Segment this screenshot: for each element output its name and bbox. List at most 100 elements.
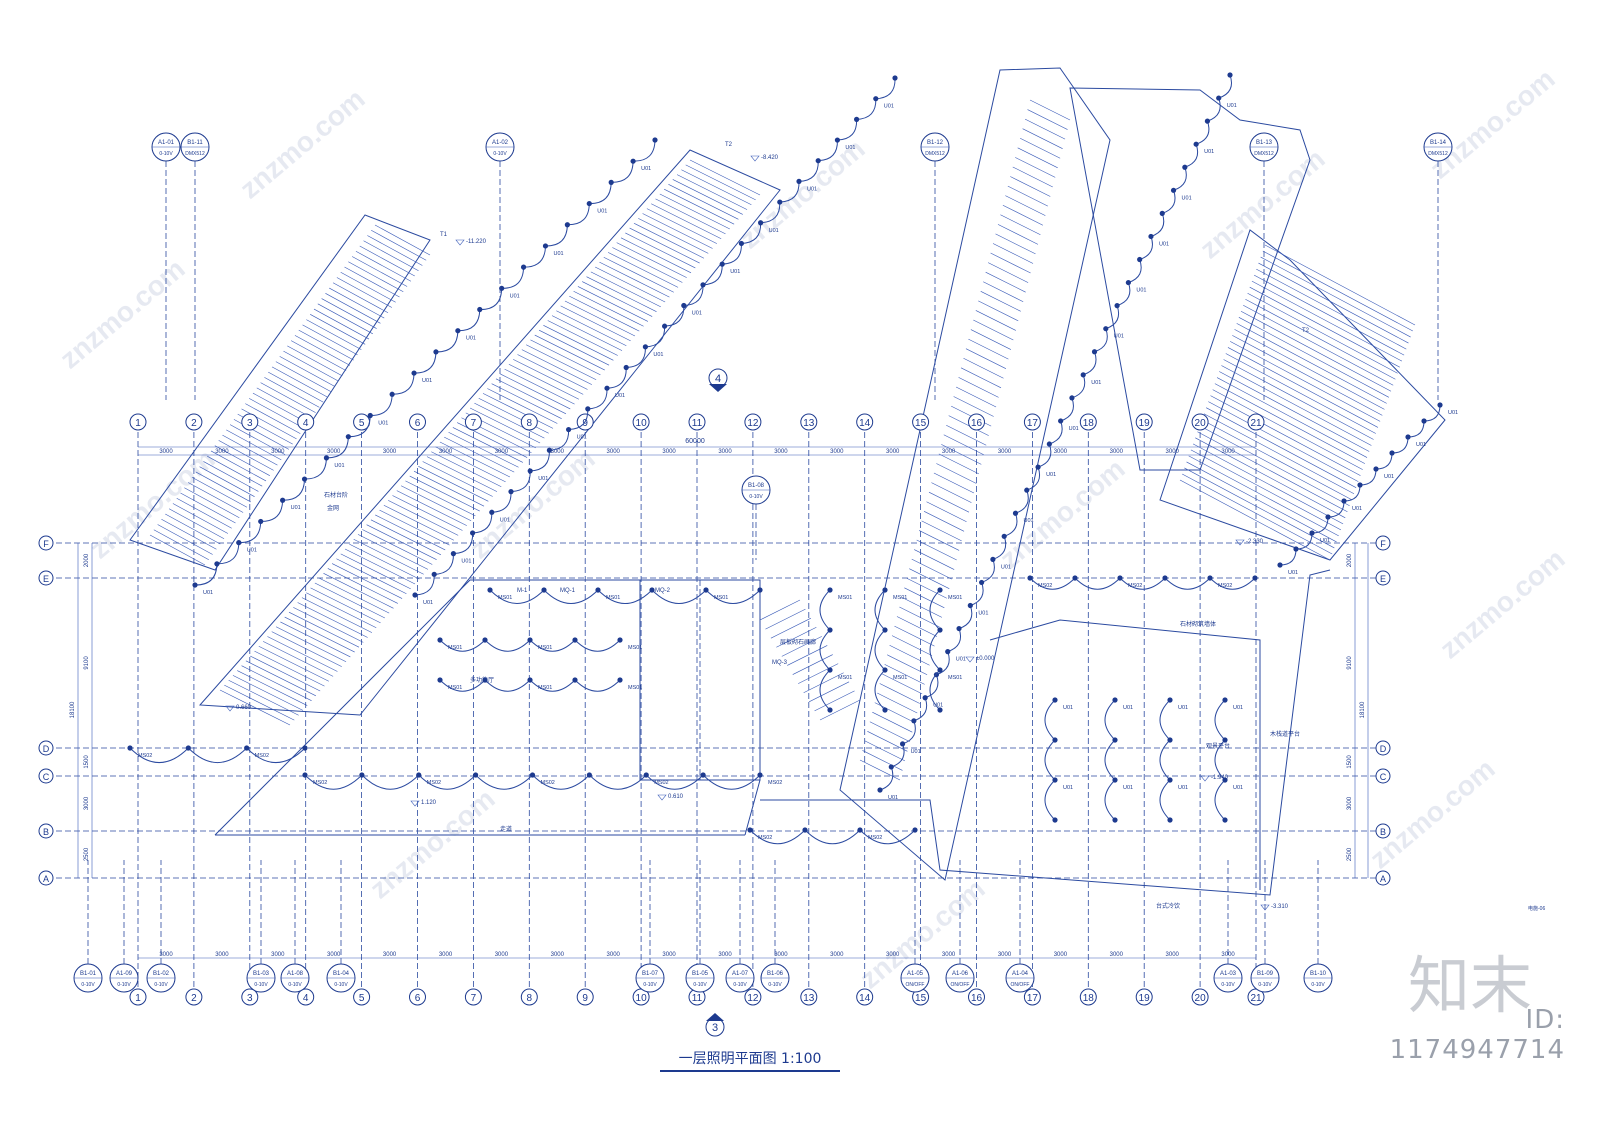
stair-tread-t2-right: [1221, 365, 1372, 446]
stair-tread-t2-right: [1243, 304, 1394, 386]
run-t1-arc: [435, 330, 459, 353]
run-col-f-fixture: [1167, 817, 1173, 823]
stair-tread-mid: [759, 599, 801, 621]
run-t1-fixture-label: U01: [422, 378, 432, 384]
grid-label-bottom-13: 13: [803, 993, 815, 1004]
elevation-marker-4: [1200, 775, 1210, 782]
grid-label-top-6: 6: [415, 418, 421, 429]
stair-tread-t2: [379, 509, 450, 546]
run-far-right-fixture-label: U01: [1288, 570, 1298, 576]
stair-tread-t2-right: [1227, 347, 1379, 428]
circuit-tag-bottom-B1-10-code: B1-10: [1310, 971, 1327, 977]
brand-id: ID: 1174947714: [1389, 1005, 1565, 1065]
grid-bubble-bottom-2: [185, 988, 203, 1006]
stair-tread-mid: [814, 690, 855, 712]
run-row-c-arc: [418, 774, 476, 790]
stair-tread-right: [882, 673, 923, 695]
stair-tread-t2: [504, 368, 575, 405]
run-col-c-fixture-label: MS01: [948, 675, 962, 681]
run-col-a-fixture: [827, 627, 833, 633]
run-row-d-arc: [246, 747, 306, 763]
grid-row-label-left-C: C: [43, 772, 50, 782]
run-right-arc: [1026, 466, 1041, 491]
elevation-marker-5: [225, 705, 235, 712]
run-t1-fixture: [455, 328, 461, 334]
bay-dimension-bottom: 3000: [271, 952, 285, 958]
run-row-e-arc: [1074, 577, 1121, 590]
stair-tread-t2: [310, 587, 381, 624]
stair-tread-t2: [349, 543, 420, 580]
run-right-fixture: [1046, 441, 1052, 447]
run-far-right-fixture-label: U01: [1352, 506, 1362, 512]
run-t2-fixture: [489, 509, 495, 515]
run-t1-fixture-label: U01: [597, 209, 607, 215]
grid-bubble-top-6: [409, 413, 426, 431]
bay-dimension-top: 3000: [1110, 449, 1124, 455]
run-right-arc: [1071, 374, 1086, 399]
run-t1-fixture-label: U01: [378, 420, 388, 426]
bay-dimension-top: 3000: [718, 449, 732, 455]
run-right-fixture: [1170, 187, 1177, 193]
grid-row-bubble-right-E: [1375, 570, 1391, 586]
run-right-fixture: [1148, 233, 1154, 240]
run-row-d-fixture-label: MS02: [138, 753, 152, 759]
run-right-fixture-label: U01: [1091, 380, 1101, 386]
elevation-marker-2: [1235, 539, 1245, 546]
grid-bubble-top-12: [744, 413, 762, 431]
stair-tread-t2: [362, 529, 433, 565]
stair-tread-t2: [370, 519, 442, 556]
stair-tread-t1: [271, 366, 328, 398]
run-t1-fixture-label: U01: [291, 505, 301, 511]
run-hall-1-fixture: [437, 637, 443, 643]
run-right-fixture-label: U01: [956, 657, 966, 663]
stair-tread-right: [911, 558, 952, 580]
run-t2-arc: [818, 140, 838, 162]
grid-row-label-right-C: C: [1380, 772, 1387, 782]
stair-tread-t2: [452, 427, 523, 463]
area-label-13: MQ-1: [560, 588, 576, 594]
stair-tread-t2: [547, 320, 618, 356]
run-far-right-fixture-label: U01: [1448, 410, 1458, 416]
elevation-label-6: 1.120: [421, 800, 437, 806]
grid-row-label-left-B: B: [43, 827, 49, 837]
grid-row-label-left-D: D: [43, 744, 50, 754]
grid-bubble-top-21: [1247, 413, 1265, 431]
run-right-fixture: [888, 764, 894, 770]
stair-tread-t2-right: [1219, 371, 1370, 452]
grid-bubble-bottom-8: [520, 988, 538, 1006]
stair-tread-right: [923, 511, 965, 532]
stair-tread-t2-right: [1216, 377, 1368, 458]
grid-label-bottom-19: 19: [1139, 993, 1151, 1004]
run-t1-fixture: [586, 200, 592, 207]
run-right-fixture: [1125, 279, 1131, 286]
run-row-c-arc: [475, 774, 533, 790]
run-t2-fixture: [470, 530, 476, 536]
run-t1-fixture-label: U01: [247, 548, 257, 554]
run-t1-arc: [370, 394, 393, 416]
bay-dimension-bottom: 3000: [439, 952, 453, 958]
run-row-b-fixture-label: MS02: [758, 835, 772, 841]
circuit-tag-bottom-A1-03-code: A1-03: [1220, 971, 1237, 977]
run-right-arc: [1037, 443, 1052, 468]
run-row-e-fixture-label: MS02: [1128, 583, 1142, 589]
run-right-arc: [1116, 282, 1131, 307]
stair-tread-t1: [153, 529, 209, 561]
elevation-marker-3: [965, 656, 975, 663]
run-hall-2-arc: [529, 679, 576, 692]
grid-label-top-10: 10: [636, 418, 648, 429]
run-far-right-fixture-label: U01: [1416, 442, 1426, 448]
grid-row-label-right-A: A: [1380, 874, 1386, 884]
circuit-tag-bottom-A1-06-sub: ON/OFF: [951, 982, 970, 988]
run-t1-arc: [194, 563, 218, 586]
run-col-b-arc: [874, 589, 886, 631]
circuit-tag-top-B1-12-code: B1-12: [927, 140, 944, 146]
stair-tread-right: [906, 577, 947, 599]
stair-tread-t2: [431, 451, 502, 488]
stair-tread-t2-right: [1262, 250, 1413, 332]
run-col-b-fixture: [882, 667, 888, 673]
bay-dimension-bottom: 3000: [1221, 952, 1235, 958]
stair-tread-t2: [469, 407, 541, 444]
stair-tread-right: [938, 453, 979, 475]
run-right-fixture-label: U01: [911, 749, 921, 755]
